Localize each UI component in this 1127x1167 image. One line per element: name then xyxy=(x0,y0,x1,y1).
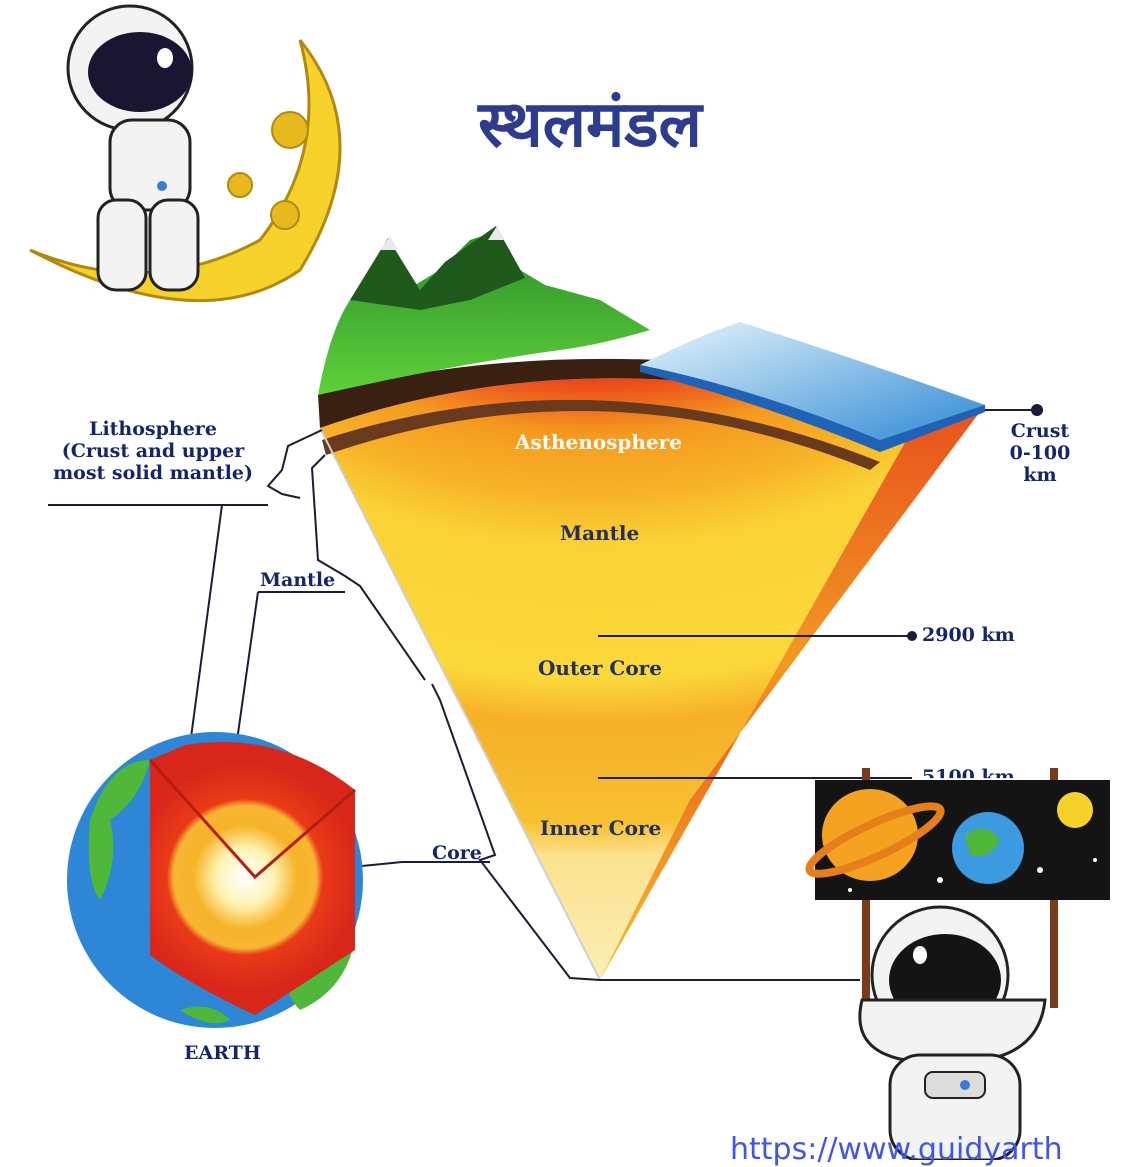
lithosphere-line2: (Crust and upper xyxy=(61,440,245,462)
lithosphere-line1: Lithosphere xyxy=(89,418,217,440)
crust-sublayer xyxy=(322,399,880,470)
crust-depth: 0-100 km xyxy=(1009,442,1071,486)
brackets xyxy=(266,429,601,981)
asthenosphere-label: Asthenosphere xyxy=(515,430,682,454)
crust-label: Crust 0-100 km xyxy=(990,420,1090,486)
outer-core-label: Outer Core xyxy=(538,656,662,680)
crust-title: Crust xyxy=(1010,420,1070,442)
inner-core-label: Inner Core xyxy=(540,816,662,840)
ocean-surface xyxy=(640,322,985,440)
earth-label: EARTH xyxy=(184,1042,261,1064)
lithosphere-line3: most solid mantle) xyxy=(53,462,253,484)
snowcap xyxy=(380,226,505,250)
mantle-layer-label: Mantle xyxy=(560,521,640,545)
core-bracket-label: Core xyxy=(432,842,482,864)
mantle-bracket-label: Mantle xyxy=(260,569,336,591)
lithosphere-label: Lithosphere (Crust and upper most solid … xyxy=(48,418,258,484)
wedge-edge xyxy=(319,427,601,981)
mountain-icon xyxy=(350,226,525,310)
depth-2900-label: 2900 km xyxy=(922,624,1015,646)
crust-marker xyxy=(1031,404,1043,416)
page-title: स्थलमंडल xyxy=(478,88,702,162)
globe-cutaway-icon xyxy=(67,732,363,1028)
astronaut-on-moon-icon xyxy=(29,4,342,303)
source-url-link[interactable]: https://www.guidyarth xyxy=(730,1132,1063,1167)
depth-2900-marker xyxy=(907,631,917,641)
astronaut-with-space-banner-icon xyxy=(805,768,1110,1160)
ocean-floor xyxy=(640,365,985,452)
wedge-front-face xyxy=(320,378,915,980)
depth-5100-label: 5100 km xyxy=(922,766,1015,788)
